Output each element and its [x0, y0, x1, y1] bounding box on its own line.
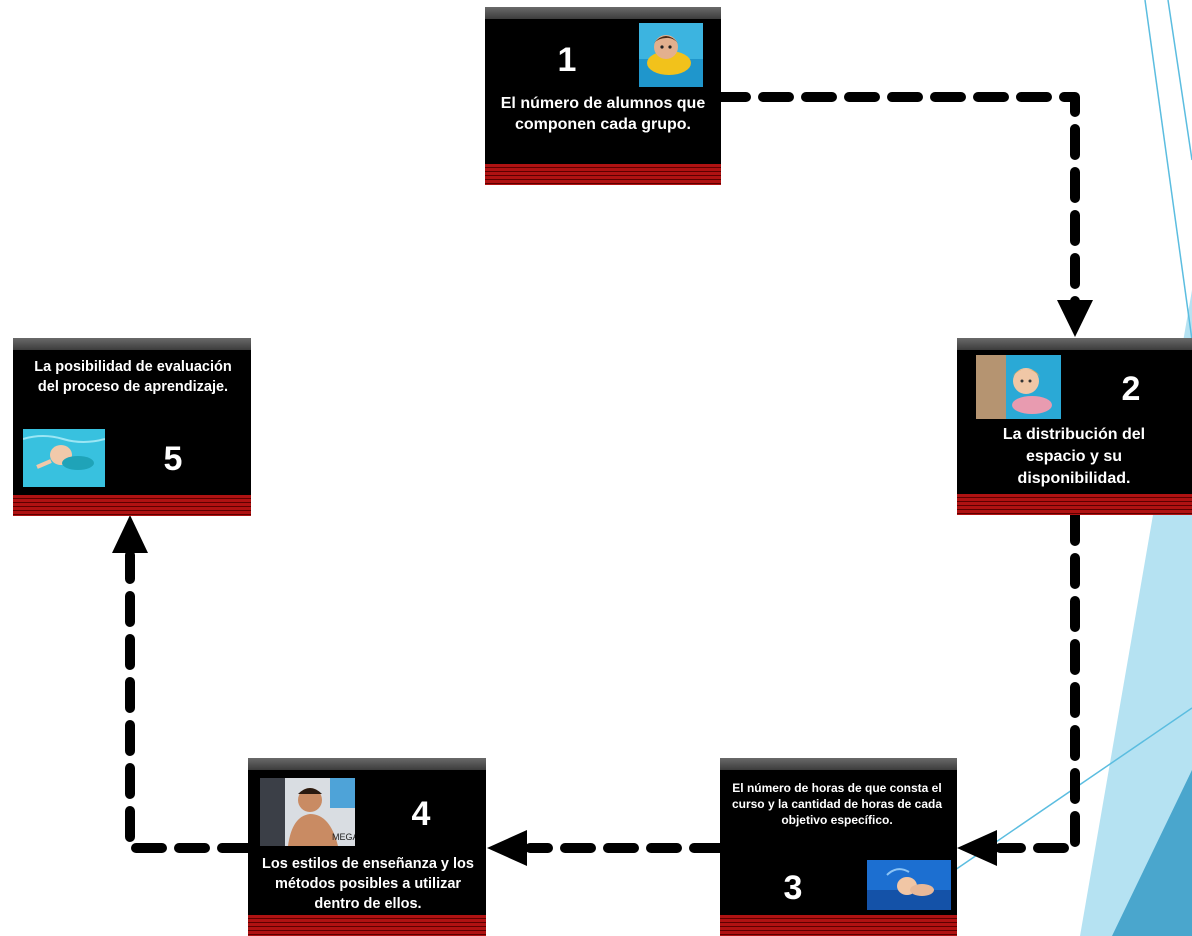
card-top-band	[248, 758, 486, 770]
card-bottom-band	[720, 915, 957, 936]
step-card-3: El número de horas de que consta el curs…	[720, 758, 957, 936]
step-card-5: La posibilidad de evaluación del proceso…	[13, 338, 251, 516]
card-bottom-band	[248, 915, 486, 936]
girl-at-pool-edge-photo	[976, 355, 1061, 419]
arrowhead-into-3	[957, 830, 997, 866]
baby-underwater-photo	[867, 860, 951, 910]
card-bottom-band	[13, 495, 251, 516]
step-number: 5	[163, 440, 183, 478]
step-text: La posibilidad de evaluación del proceso…	[34, 359, 232, 395]
step-card-1: 1 El número de alumnos que componen cada…	[485, 7, 721, 185]
arrowhead-into-5	[112, 515, 148, 553]
arrow-4-to-5	[125, 550, 253, 853]
deco-line-2	[1167, 0, 1192, 161]
step-text: Los estilos de enseñanza y los métodos p…	[262, 856, 474, 912]
deco-line-1	[1144, 0, 1192, 341]
card-top-band	[957, 338, 1192, 350]
arrowhead-into-4	[487, 830, 527, 866]
step-card-2: 2 La distribución del espacio y su dispo…	[957, 338, 1192, 515]
arrow-2-to-3	[995, 510, 1080, 853]
step-text: El número de horas de que consta el curs…	[731, 781, 943, 827]
step-number: 2	[1121, 370, 1141, 408]
card-bottom-band	[485, 164, 721, 185]
baby-swimming-underwater-photo	[23, 429, 105, 487]
card-top-band	[13, 338, 251, 350]
competitive-swimmer-photo: MEGA	[260, 778, 355, 846]
card-top-band	[720, 758, 957, 770]
step-card-4: MEGA 4 Los estilos de enseñanza y los mé…	[248, 758, 486, 936]
step-number: 3	[783, 869, 803, 907]
child-swimming-with-float-photo	[639, 23, 703, 87]
step-text: El número de alumnos que componen cada g…	[500, 95, 706, 133]
step-number: 1	[557, 41, 577, 79]
svg-text:MEGA: MEGA	[332, 832, 355, 842]
arrowhead-into-2	[1057, 300, 1093, 337]
arrow-1-to-2	[715, 92, 1080, 310]
card-top-band	[485, 7, 721, 19]
step-text: La distribución del espacio y su disponi…	[1002, 426, 1146, 487]
deco-dark-blue-shape	[1112, 770, 1192, 936]
step-number: 4	[411, 795, 431, 833]
card-bottom-band	[957, 494, 1192, 515]
